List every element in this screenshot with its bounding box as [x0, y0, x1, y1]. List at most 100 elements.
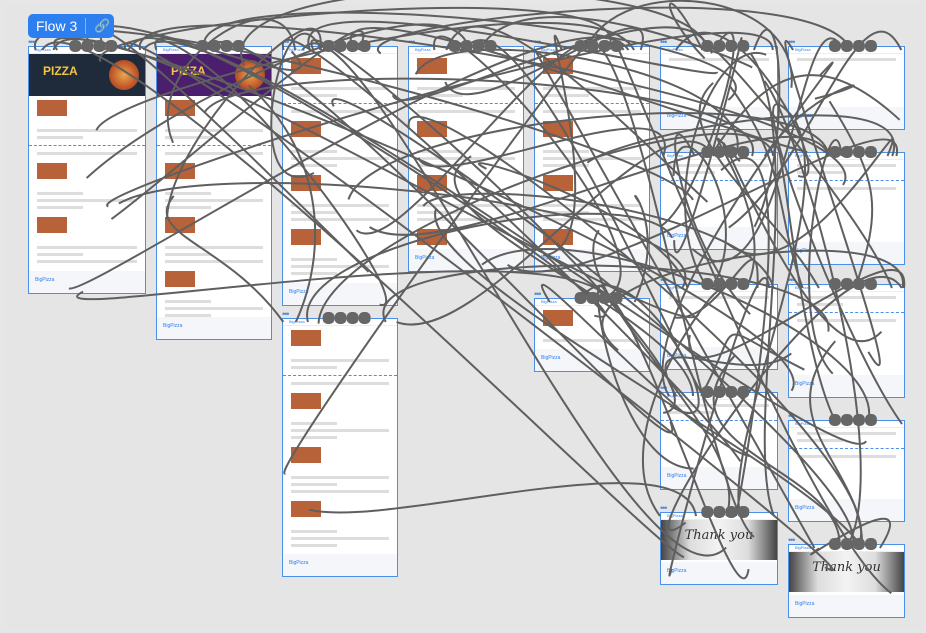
frame-options-icon[interactable]: ••• — [28, 37, 36, 47]
content-line — [291, 218, 389, 221]
frame-options-icon[interactable]: ••• — [282, 309, 290, 319]
frame-options-icon[interactable]: ••• — [788, 275, 796, 285]
frame-options-icon[interactable]: ••• — [534, 37, 542, 47]
scroll-divider — [283, 375, 397, 376]
content-line — [797, 432, 896, 435]
frame-header: BigPizza — [789, 545, 904, 552]
content-line — [417, 164, 463, 167]
flow-label: Flow 3 — [28, 18, 87, 34]
content-line — [37, 136, 84, 139]
frame-footer: BigPizza — [661, 107, 777, 129]
brand-logo: BigPizza — [163, 47, 179, 52]
content-image — [543, 229, 573, 245]
frame-options-icon[interactable]: ••• — [788, 411, 796, 421]
scroll-divider — [661, 420, 777, 421]
frame-header: BigPizza — [535, 299, 649, 306]
scroll-divider — [789, 448, 904, 449]
frame-options-icon[interactable]: ••• — [534, 289, 542, 299]
frame-options-icon[interactable]: ••• — [408, 37, 416, 47]
frame-options-icon[interactable]: ••• — [660, 383, 668, 393]
footer-logo: BigPizza — [795, 601, 815, 607]
content-line — [797, 455, 896, 458]
brand-logo: BigPizza — [541, 299, 557, 304]
footer-logo: BigPizza — [795, 113, 815, 119]
frame-footer: BigPizza — [283, 283, 397, 305]
content-line — [165, 206, 211, 209]
frame-footer: BigPizza — [535, 249, 649, 271]
frame-options-icon[interactable]: ••• — [282, 37, 290, 47]
frame-options-icon[interactable]: ••• — [660, 143, 668, 153]
content-line — [291, 272, 337, 275]
frame-options-icon[interactable]: ••• — [156, 37, 164, 47]
frame-footer: BigPizza — [789, 375, 904, 397]
frame-header: BigPizza — [789, 47, 904, 54]
content-line — [797, 171, 843, 174]
footer-logo: BigPizza — [415, 255, 435, 261]
content-line — [669, 171, 716, 174]
frame-options-icon[interactable]: ••• — [788, 37, 796, 47]
content-image — [417, 121, 447, 137]
content-line — [797, 164, 896, 167]
frame-options-icon[interactable]: ••• — [788, 535, 796, 545]
content-line — [291, 150, 337, 153]
scroll-divider — [29, 145, 145, 146]
frame-options-icon[interactable]: ••• — [660, 275, 668, 285]
footer-logo: BigPizza — [541, 255, 561, 261]
frame-footer: BigPizza — [29, 271, 145, 293]
frame-footer: BigPizza — [283, 554, 397, 576]
frame-options-icon[interactable]: ••• — [660, 37, 668, 47]
content-line — [543, 204, 641, 207]
frame-header: BigPizza — [661, 47, 777, 54]
content-image — [291, 447, 321, 463]
thank-you-banner: Thank you — [789, 552, 904, 592]
content-line — [165, 152, 263, 155]
content-image — [291, 121, 321, 137]
link-icon[interactable]: 🔗 — [94, 18, 111, 33]
content-line — [543, 87, 641, 90]
content-line — [543, 164, 589, 167]
content-line — [37, 246, 137, 249]
flow-start-button[interactable]: Flow 3 🔗 — [28, 14, 114, 38]
frame-options-icon[interactable]: ••• — [660, 503, 668, 513]
frame-header: BigPizza — [661, 393, 777, 400]
frame-footer: BigPizza — [535, 349, 649, 371]
content-line — [543, 94, 589, 97]
content-line — [669, 164, 769, 167]
frame-footer: BigPizza — [789, 242, 904, 264]
scroll-divider — [157, 145, 271, 146]
content-line — [417, 218, 515, 221]
content-line — [37, 260, 137, 263]
content-line — [291, 530, 337, 533]
thank-you-banner: Thank you — [661, 520, 777, 560]
frame-options-icon[interactable]: ••• — [788, 143, 796, 153]
brand-logo: BigPizza — [667, 285, 683, 290]
frame-footer: BigPizza — [157, 317, 271, 339]
content-line — [669, 58, 769, 61]
frame-footer: BigPizza — [661, 467, 777, 489]
content-line — [291, 476, 389, 479]
content-line — [165, 192, 211, 195]
content-line — [165, 246, 263, 249]
footer-logo: BigPizza — [795, 505, 815, 511]
brand-logo: BigPizza — [667, 47, 683, 52]
content-line — [291, 429, 389, 432]
frame-header: BigPizza — [535, 47, 649, 54]
hero-text: PIZZA — [43, 64, 78, 78]
